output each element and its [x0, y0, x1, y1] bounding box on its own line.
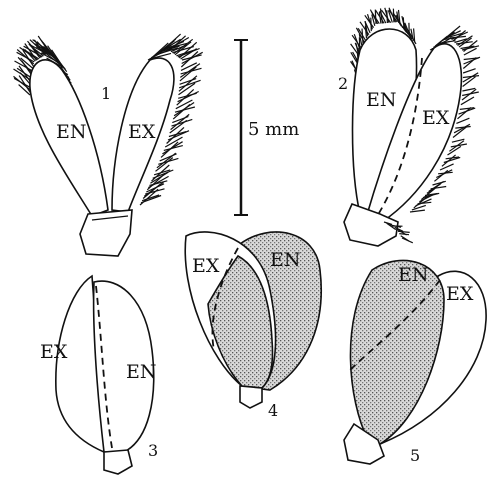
floret-2-number: 2: [338, 74, 348, 93]
floret-1-exo-label: EX: [128, 121, 156, 143]
floret-4-endo-label: EN: [270, 249, 301, 271]
floret-5-exo-label: EX: [446, 283, 474, 305]
scale-bar-label: 5 mm: [248, 119, 299, 140]
floret-1-number: 1: [101, 84, 111, 103]
floret-4-number: 4: [268, 401, 278, 420]
floret-1: 1 EN EX: [14, 34, 203, 256]
floret-3: 3 EX EN: [40, 276, 158, 474]
floret-5-endo-label: EN: [398, 264, 429, 286]
floret-3-base: [104, 450, 132, 474]
floret-2-endo-label: EN: [366, 89, 397, 111]
floret-4-base: [240, 386, 262, 408]
floret-4-exo-label: EX: [192, 255, 220, 277]
floret-2-exo-label: EX: [422, 107, 450, 129]
floret-5: 5 EN EX: [344, 260, 486, 465]
floret-3-endo-label: EN: [126, 361, 157, 383]
floret-4: 4 EX EN: [185, 232, 321, 420]
floret-5-number: 5: [410, 446, 420, 465]
floret-1-endo-label: EN: [56, 121, 87, 143]
floret-3-number: 3: [148, 441, 158, 460]
floret-3-exo-label: EX: [40, 341, 68, 363]
floret-2: 2 EN EX: [338, 8, 480, 246]
scale-bar: 5 mm: [234, 40, 299, 215]
